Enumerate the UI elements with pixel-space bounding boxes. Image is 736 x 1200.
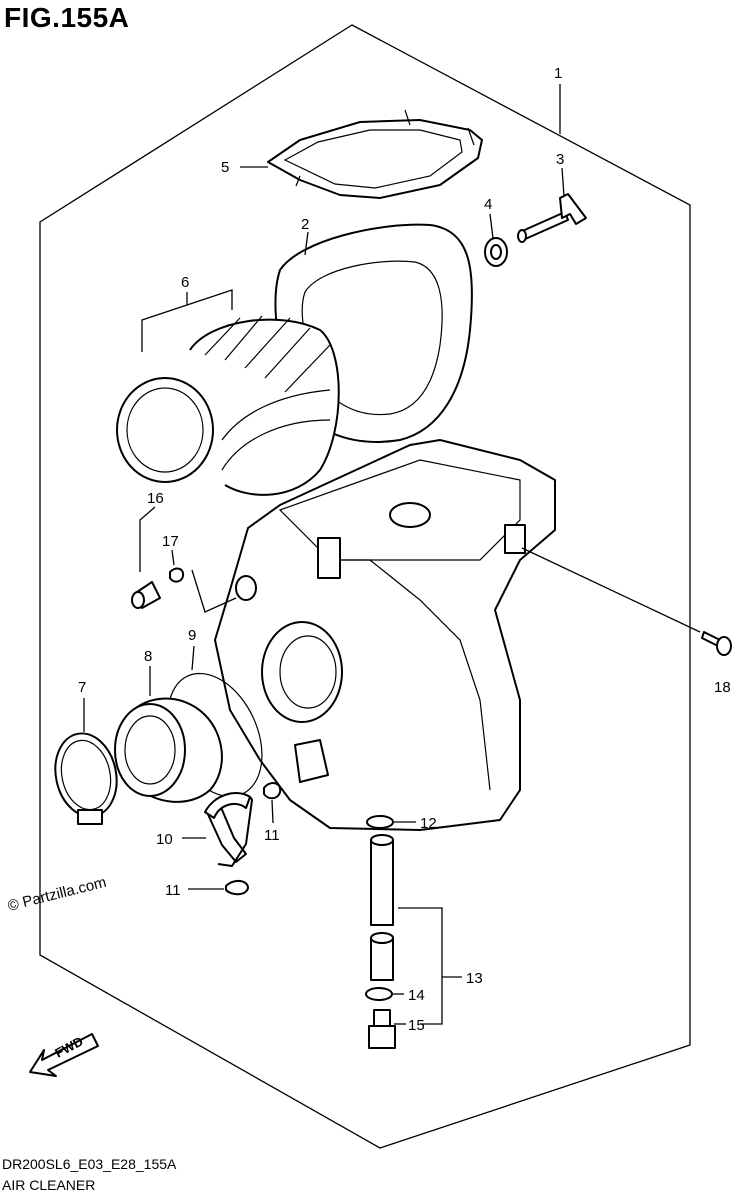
callout-5[interactable]: 5 [221, 159, 229, 176]
callout-14[interactable]: 14 [408, 987, 425, 1004]
part-3-wing-bolt[interactable] [517, 193, 587, 243]
part-4-grommet[interactable] [484, 237, 508, 267]
callout-16[interactable]: 16 [147, 490, 164, 507]
callout-2[interactable]: 2 [301, 216, 309, 233]
callout-12[interactable]: 12 [420, 815, 437, 832]
callout-9[interactable]: 9 [188, 627, 196, 644]
callout-3[interactable]: 3 [556, 151, 564, 168]
leader-18 [521, 547, 701, 633]
leader-3 [561, 167, 565, 197]
part-10-breather-hose[interactable] [204, 792, 253, 867]
leader-17 [171, 549, 175, 566]
leader-11-upper [271, 799, 274, 824]
callout-13[interactable]: 13 [466, 970, 483, 987]
part-7-clamp[interactable] [48, 728, 124, 825]
leader-13-bracket [398, 907, 443, 1025]
part-14-clip[interactable] [365, 987, 393, 1001]
leader-2 [304, 231, 309, 256]
figure-code: DR200SL6_E03_E28_155A [2, 1156, 177, 1172]
part-16-drain-plug[interactable] [131, 581, 161, 609]
callout-4[interactable]: 4 [484, 196, 492, 213]
leader-4 [489, 213, 494, 239]
air-cleaner-case[interactable] [214, 439, 556, 831]
callout-1[interactable]: 1 [554, 65, 562, 82]
part-18-screw[interactable] [701, 631, 732, 656]
assembly-boundary [39, 24, 691, 1149]
callout-7[interactable]: 7 [78, 679, 86, 696]
callout-15[interactable]: 15 [408, 1017, 425, 1034]
leader-9 [191, 645, 195, 671]
part-11-clip-lower[interactable] [225, 880, 249, 896]
drain-port [235, 575, 257, 601]
callout-8[interactable]: 8 [144, 648, 152, 665]
fwd-direction-arrow: FWD [29, 1033, 99, 1077]
callout-17[interactable]: 17 [162, 533, 179, 550]
figure-title: FIG.155A [4, 2, 130, 33]
callout-11-lower[interactable]: 11 [165, 882, 181, 899]
callout-18[interactable]: 18 [714, 679, 731, 696]
part-8-intake-pipe[interactable] [114, 697, 223, 803]
callout-11-upper[interactable]: 11 [264, 827, 280, 844]
part-17-clip[interactable] [169, 567, 185, 583]
figure-name: AIR CLEANER [2, 1177, 96, 1193]
part-13-drain-hose[interactable] [370, 834, 394, 981]
part-6-filter-cage[interactable] [116, 315, 340, 496]
part-15-drain-plug[interactable] [368, 1009, 396, 1049]
part-11-clip-upper[interactable] [263, 782, 282, 800]
drain-routing [191, 569, 237, 613]
callout-6[interactable]: 6 [181, 274, 189, 291]
callout-10[interactable]: 10 [156, 831, 173, 848]
part-12-clip[interactable] [366, 815, 394, 829]
part-5-cover[interactable] [267, 109, 483, 199]
leader-16 [139, 506, 156, 572]
